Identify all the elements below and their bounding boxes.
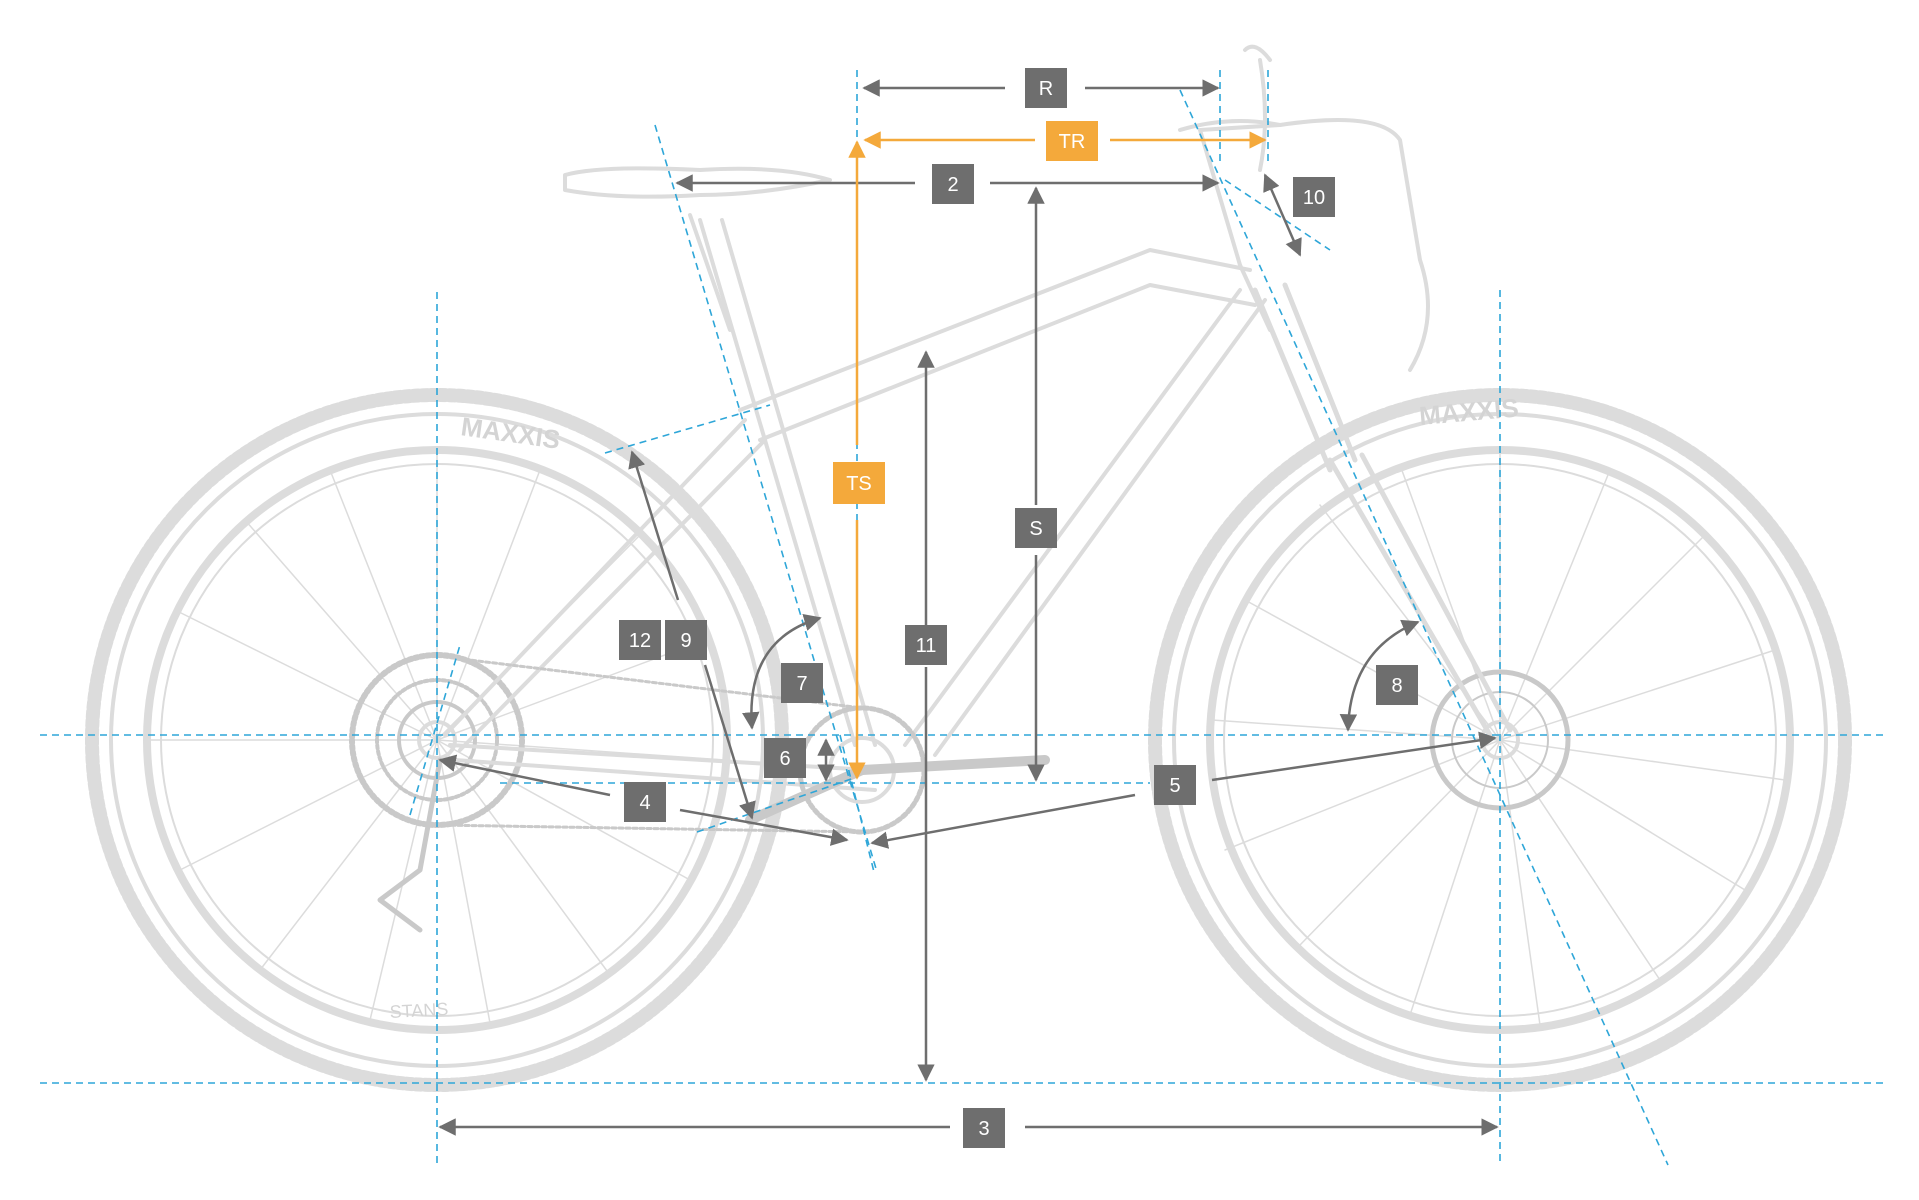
chainstay-arrow-right: [679, 808, 849, 846]
svg-text:R: R: [1039, 78, 1053, 100]
front-spokes: [1211, 451, 1786, 1026]
svg-text:6: 6: [779, 748, 790, 770]
handlebar: [1178, 44, 1430, 372]
svg-text:TR: TR: [1059, 131, 1086, 153]
label-5: 5: [1154, 765, 1196, 805]
label-7: 7: [781, 663, 823, 703]
label-2: 2: [932, 164, 974, 204]
label-9: 9: [665, 620, 707, 660]
head-tube-length-arrow: [1263, 173, 1302, 257]
seat-tube-perpendicular: [604, 404, 771, 454]
accent-arrows: [848, 131, 1267, 780]
chainstay-arrow-left: [438, 754, 611, 797]
label-r: R: [1025, 68, 1067, 108]
svg-text:8: 8: [1391, 675, 1402, 697]
front-center-arrow-right: [1211, 731, 1497, 782]
head-angle-arc: [1339, 619, 1420, 732]
svg-text:S: S: [1029, 518, 1042, 540]
measurement-arrows: [438, 79, 1499, 1136]
measurement-labels: R TR 2 10 S TS 11 7: [619, 68, 1418, 1148]
rear-rim-brand: STANS: [389, 999, 449, 1022]
front-center-arrow-left: [870, 793, 1136, 849]
svg-text:3: 3: [978, 1118, 989, 1140]
svg-text:11: 11: [916, 635, 937, 657]
svg-text:TS: TS: [846, 473, 872, 495]
rear-axle-diagonal-guide: [409, 644, 461, 816]
label-8: 8: [1376, 665, 1418, 705]
label-s: S: [1015, 508, 1057, 548]
label-12: 12: [619, 620, 661, 660]
label-ts: TS: [833, 462, 885, 504]
svg-text:7: 7: [796, 673, 807, 695]
label-4: 4: [624, 782, 666, 822]
seat-angle-arc: [742, 614, 822, 730]
head-tube-axis: [1179, 89, 1669, 1166]
svg-text:5: 5: [1169, 775, 1180, 797]
label-10: 10: [1293, 177, 1335, 217]
label-6: 6: [764, 738, 806, 778]
svg-text:12: 12: [629, 630, 651, 652]
seat-tube-length-arrow: [628, 450, 680, 601]
seat-tube-effective-arrow: [703, 664, 756, 820]
saddle: [563, 166, 832, 332]
svg-text:2: 2: [947, 174, 958, 196]
svg-text:9: 9: [680, 630, 691, 652]
bb-angled-guide: [696, 776, 858, 833]
label-11: 11: [905, 625, 947, 665]
svg-text:10: 10: [1303, 187, 1325, 209]
label-3: 3: [963, 1108, 1005, 1148]
rear-spokes: [149, 451, 726, 1024]
svg-text:4: 4: [639, 792, 650, 814]
seat-tube-axis: [654, 124, 878, 873]
label-tr: TR: [1046, 121, 1098, 161]
